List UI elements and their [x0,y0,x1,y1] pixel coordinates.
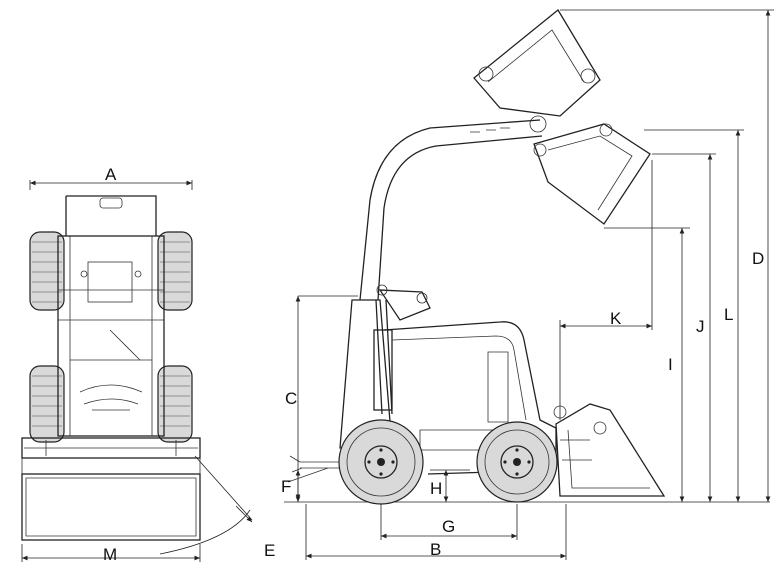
dimension-j: J [652,153,716,502]
dimension-f: F [281,470,301,500]
side-view-front-wheel [476,421,558,503]
label-l: L [724,305,733,324]
dimension-g: G [380,504,518,540]
dimension-e: E [159,455,275,560]
label-b: B [430,540,441,559]
side-view-rear-wheel [338,419,424,505]
top-view: A M E [21,165,275,564]
dimension-b: B [305,504,567,560]
label-m: M [103,545,117,564]
label-f: F [281,477,291,496]
label-a: A [105,165,117,184]
dimension-i: I [604,227,690,502]
label-g: G [442,517,455,536]
side-view-lift-arm [359,119,543,415]
top-view-tire-rear-right [157,365,193,443]
dimension-k: K [559,160,653,420]
top-view-frame [57,195,165,437]
dimension-a: A [29,165,193,190]
dimension-c: C [285,295,358,502]
label-k: K [610,309,622,328]
top-view-bucket [21,437,201,541]
label-c: C [285,389,297,408]
dimension-l: L [644,129,744,502]
label-d: D [752,249,764,268]
label-h: H [430,479,442,498]
label-e: E [264,541,275,560]
dimension-h: H [430,469,470,502]
top-view-tire-front-left [29,231,65,311]
side-view-bucket-lowered [553,403,666,497]
label-i: I [668,355,673,374]
top-view-tire-rear-left [29,365,65,443]
dimension-m: M [21,544,201,564]
top-view-tire-front-right [157,231,193,311]
dimension-d: D [560,9,774,502]
label-j: J [696,317,705,336]
side-view-bucket-raised [473,9,651,225]
side-view: C F H G B K [281,9,774,560]
